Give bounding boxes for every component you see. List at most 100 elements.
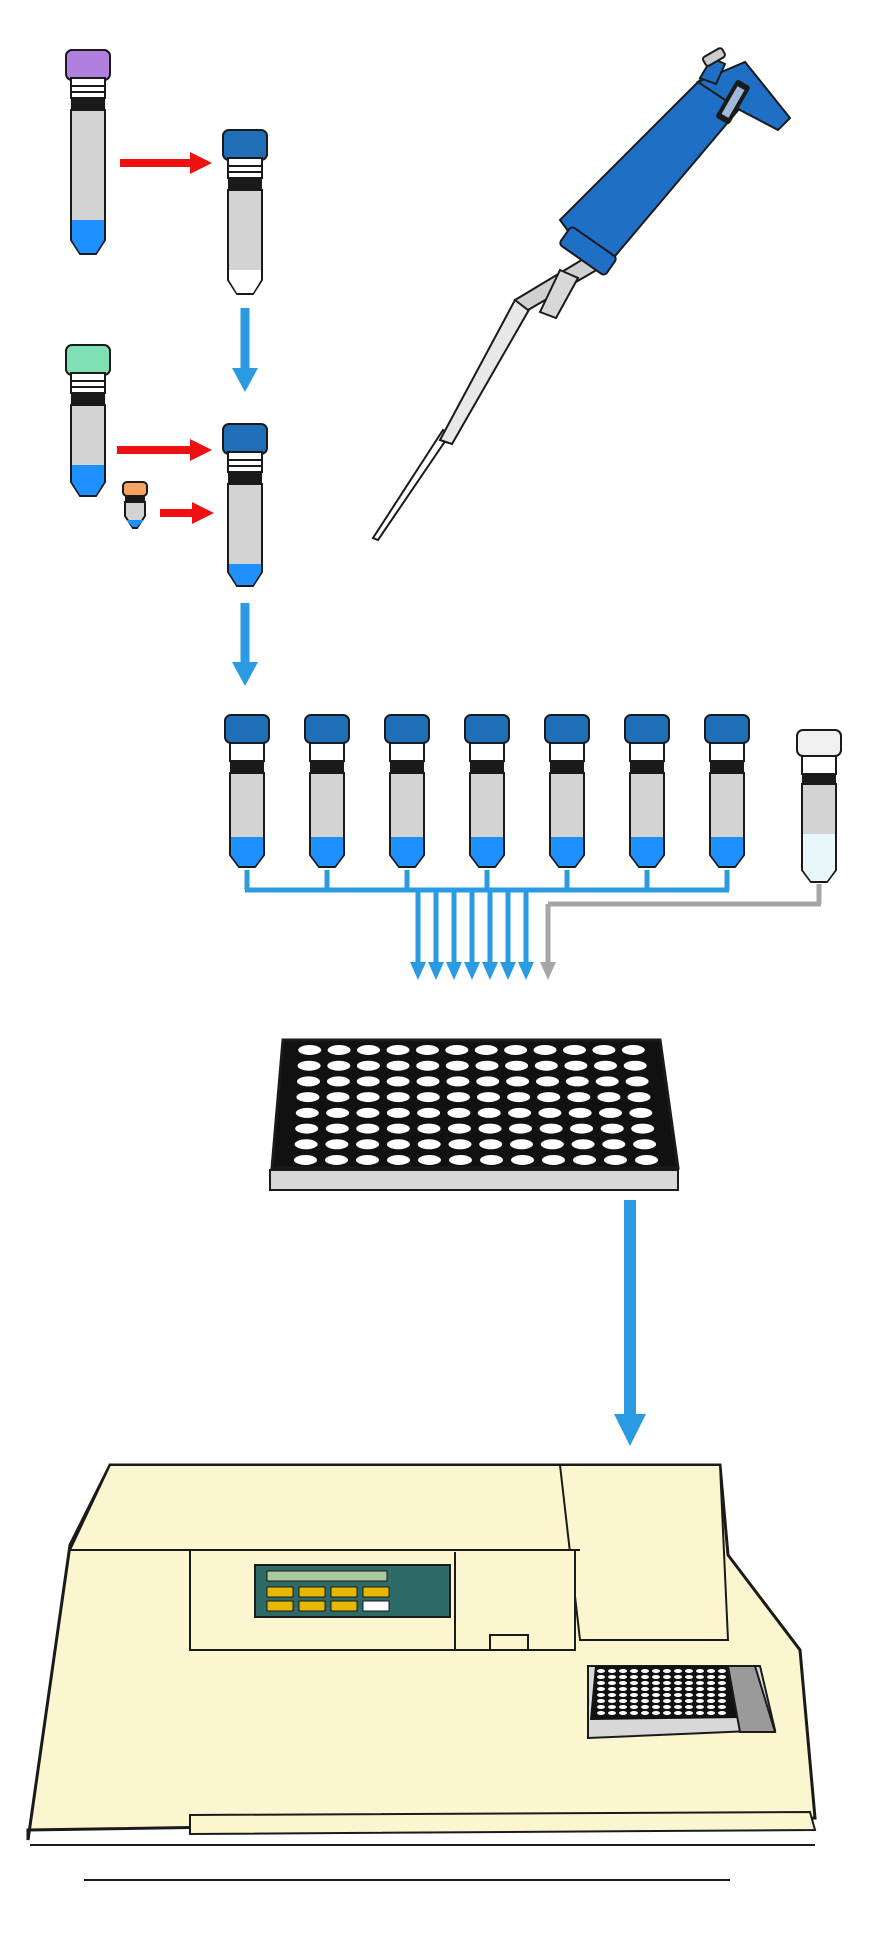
plate-well [508, 1122, 533, 1135]
plate-well [444, 1059, 470, 1072]
reader-plate-well [652, 1705, 660, 1709]
plate-well [447, 1138, 473, 1151]
reader-plate-well [685, 1699, 693, 1703]
reader-plate-well [663, 1669, 671, 1673]
plate-well [355, 1059, 381, 1072]
plate-well [569, 1122, 595, 1135]
mix-tube [222, 423, 268, 587]
plate-well [572, 1154, 597, 1166]
reader-plate-well [685, 1669, 693, 1673]
reader-plate-well [674, 1669, 682, 1673]
small-vial [122, 481, 148, 529]
reader-plate-well [663, 1699, 671, 1703]
reader-plate-well [685, 1675, 693, 1679]
reader-plate-well [674, 1675, 682, 1679]
reader-plate-well [597, 1669, 605, 1673]
red-arrow-1 [120, 152, 212, 174]
reader-plate-well [608, 1687, 616, 1691]
reader-plate-well [641, 1681, 649, 1685]
reader-plate-well [641, 1687, 649, 1691]
plate-well [295, 1091, 321, 1104]
tube-liquid [229, 564, 261, 585]
control-panel [254, 1564, 451, 1618]
plate-carrier [587, 1665, 777, 1740]
reader-plate-well [707, 1693, 715, 1697]
reader-plate-well [718, 1675, 726, 1679]
panel-button [330, 1586, 358, 1598]
plate-well [632, 1138, 658, 1151]
reader-plate-well [696, 1705, 704, 1709]
reader-plate-well [685, 1705, 693, 1709]
plate-well [324, 1138, 350, 1151]
pipette-tip [371, 428, 452, 542]
plate-well [415, 1075, 441, 1088]
reader-plate-well [641, 1669, 649, 1673]
reader-plate-well [674, 1693, 682, 1697]
plate-well [506, 1091, 532, 1104]
plate-well [539, 1138, 565, 1151]
reader-plate-well [630, 1669, 638, 1673]
red-arrow-3 [160, 502, 214, 524]
reader-plate-well [630, 1687, 638, 1691]
reader-plate-well [630, 1681, 638, 1685]
reader-plate-well [608, 1705, 616, 1709]
plate-well [601, 1138, 627, 1151]
reader-plate-well [663, 1681, 671, 1685]
plate-well [503, 1044, 529, 1056]
standard-tube [624, 714, 670, 868]
plate-well [355, 1106, 381, 1119]
plate-well [537, 1106, 563, 1119]
reader-plate-well [663, 1693, 671, 1697]
reader-plate-well [674, 1687, 682, 1691]
reader-plate-well [630, 1699, 638, 1703]
microplate [269, 1038, 680, 1191]
reader-plate-well [630, 1711, 638, 1715]
standard-tube [384, 714, 430, 868]
plate-well [628, 1106, 654, 1119]
pipette-body [558, 78, 742, 264]
plate-well [325, 1075, 351, 1088]
reader-plate-well [619, 1687, 627, 1691]
reader-plate-well [652, 1669, 660, 1673]
plate-well [593, 1059, 618, 1072]
reader-plate-well [707, 1681, 715, 1685]
plate-well [479, 1154, 504, 1166]
reader-plate-well [652, 1681, 660, 1685]
reader-plate-well [597, 1699, 605, 1703]
tube-body [227, 483, 263, 587]
reader-plate-well [696, 1669, 704, 1673]
reader-plate-well [608, 1699, 616, 1703]
reader-plate-well [597, 1675, 605, 1679]
plate-well [624, 1075, 650, 1088]
plate-well [416, 1122, 442, 1135]
plate-well [445, 1091, 471, 1104]
reader-plate-well [608, 1711, 616, 1715]
blue-arrow-1 [232, 308, 258, 392]
plate-well [532, 1044, 558, 1056]
plate-well [510, 1154, 535, 1166]
reader-plate-well [685, 1693, 693, 1697]
plate-well [355, 1091, 381, 1104]
plate-well [598, 1106, 623, 1119]
plate-well [294, 1106, 320, 1119]
plate-well [567, 1106, 593, 1119]
pipette [371, 47, 792, 542]
reader-plate-well [663, 1705, 671, 1709]
reader-plate-well [630, 1693, 638, 1697]
reader-plate-well [619, 1681, 627, 1685]
plate-well [417, 1154, 442, 1166]
tube-body [70, 109, 106, 255]
plate-well [603, 1154, 628, 1166]
plate-well [414, 1044, 440, 1056]
reader-plate-well [674, 1681, 682, 1685]
plate-well [538, 1122, 564, 1135]
blue-arrow-2 [232, 603, 258, 686]
reader-plate-well [619, 1705, 627, 1709]
reader-plate-well [696, 1699, 704, 1703]
empty-tube [222, 129, 268, 295]
blank-tube [796, 729, 842, 883]
reader-plate-well [696, 1675, 704, 1679]
reader-plate-well [685, 1687, 693, 1691]
plate-well [599, 1122, 625, 1135]
